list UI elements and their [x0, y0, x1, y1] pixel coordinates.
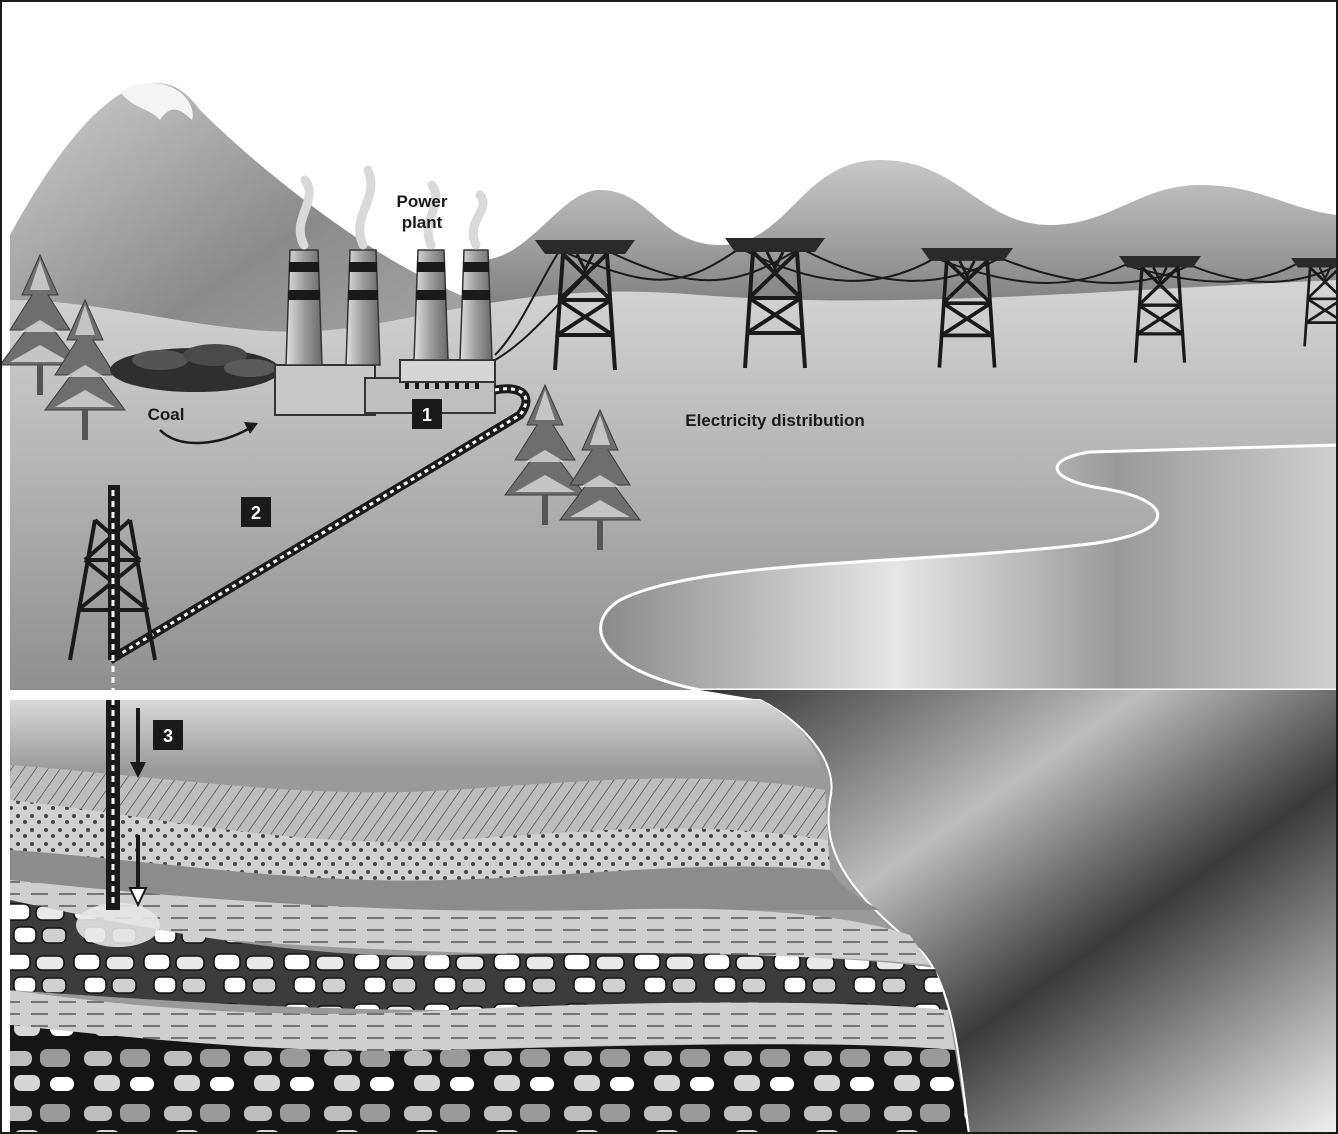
smokestack [345, 249, 381, 366]
coal-arrow [159, 426, 251, 445]
snow-cap [120, 82, 193, 120]
svg-text:2: 2 [251, 503, 261, 523]
underground-strata [9, 699, 970, 1134]
svg-text:3: 3 [163, 726, 173, 746]
power-plant-label: Power [396, 192, 447, 211]
smokestack [459, 249, 493, 361]
coal-pile [110, 344, 280, 392]
power-plant-label-2: plant [402, 213, 443, 232]
power-plant [274, 165, 496, 416]
power-lines [494, 247, 1338, 361]
plant-windows [405, 383, 479, 389]
step-badge-3: 3 [153, 720, 183, 750]
coal-arrow-head [244, 422, 258, 434]
coal-label: Coal [148, 405, 185, 424]
smokestack [285, 249, 323, 366]
smokestack [413, 249, 449, 361]
svg-text:1: 1 [422, 405, 432, 425]
step-badge-1: 1 [412, 399, 442, 429]
lake [599, 443, 1338, 692]
flow-arrow-head [128, 887, 148, 908]
injection-well [106, 700, 120, 910]
sea [700, 690, 1338, 1134]
flow-arrow-head [130, 762, 146, 778]
co2-plume [76, 903, 160, 947]
smoke [295, 165, 488, 250]
co2-pipeline [107, 384, 531, 664]
electricity-label: Electricity distribution [685, 411, 864, 430]
step-badge-2: 2 [241, 497, 271, 527]
